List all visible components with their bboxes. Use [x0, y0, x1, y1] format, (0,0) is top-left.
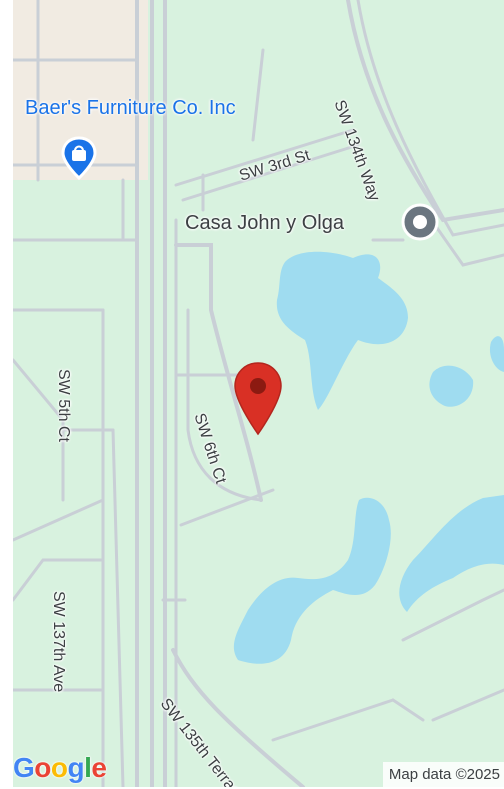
google-logo[interactable]: Google — [13, 752, 107, 783]
place-dot-icon[interactable] — [398, 200, 442, 244]
map-pin-icon[interactable] — [231, 360, 285, 438]
shopping-bag-icon[interactable] — [59, 134, 99, 184]
lake — [276, 251, 408, 410]
lake — [489, 336, 504, 372]
lake — [399, 495, 504, 612]
lake — [429, 365, 474, 407]
poi-label-baers-furniture[interactable]: Baer's Furniture Co. Inc — [25, 97, 236, 119]
map-canvas[interactable]: Baer's Furniture Co. Inc Casa John y Olg… — [13, 0, 504, 787]
road-label-sw-137th-ave: SW 137th Ave — [50, 591, 67, 693]
lake — [233, 497, 391, 664]
road-label-sw-5th-ct: SW 5th Ct — [55, 369, 72, 442]
urban-area — [13, 0, 148, 180]
map-attribution[interactable]: Map data ©2025 — [382, 762, 504, 789]
poi-label-casa-john-y-olga[interactable]: Casa John y Olga — [185, 212, 344, 234]
map-base-layer — [13, 0, 504, 787]
